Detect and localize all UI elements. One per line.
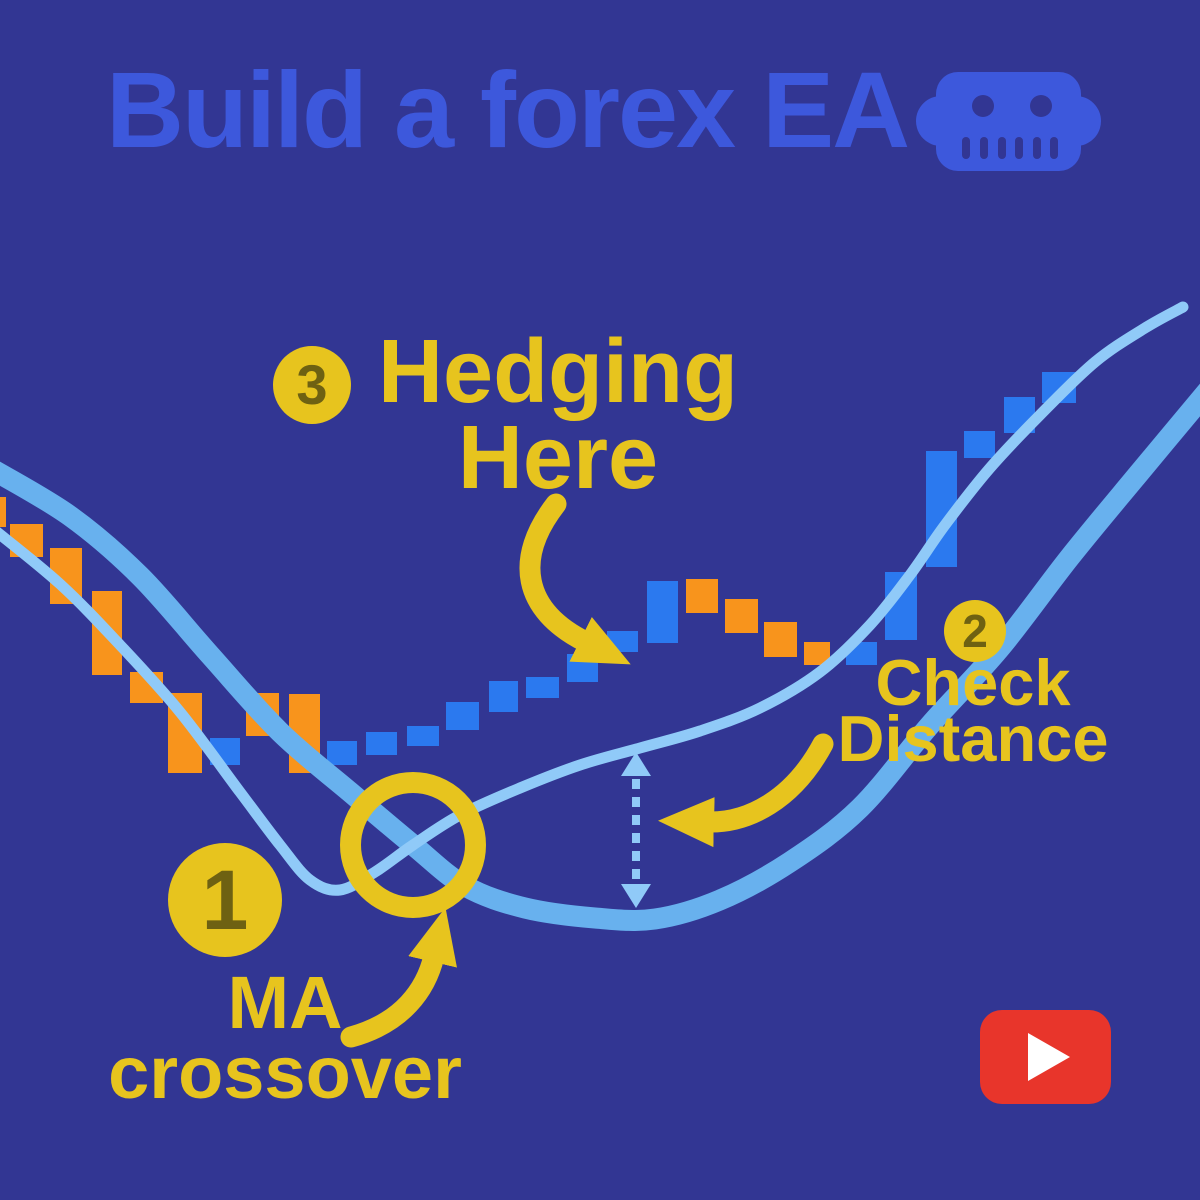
hedging-label: Hedging Here [368, 322, 748, 508]
candle-up [526, 677, 559, 698]
candle-down [686, 579, 718, 613]
step-badge-3: 3 [273, 346, 351, 424]
ma-crossover-label: MA crossover [85, 961, 485, 1115]
candle-up [446, 702, 479, 730]
hedging-label-line2: Here [457, 407, 659, 508]
fast-MA-line [0, 301, 1189, 896]
candle-down [764, 622, 797, 657]
ma-crossover-line1: MA [227, 961, 343, 1044]
candle-up [607, 631, 638, 652]
candle-up [567, 654, 598, 682]
slow-MA-line [0, 383, 1200, 931]
step-1-number: 1 [201, 853, 249, 947]
hedging-label-line1: Hedging [378, 322, 738, 422]
page-title: Build a forex EA [106, 49, 910, 170]
annotation-shapes-layer [340, 493, 834, 1048]
check-distance-line1: Check [875, 646, 1071, 719]
moving-average-layer [0, 301, 1200, 931]
ma-crossover-arrow-icon [340, 907, 457, 1048]
check-distance-line2: Distance [837, 701, 1109, 775]
step-2-number: 2 [962, 605, 988, 657]
step-3-number: 3 [296, 353, 328, 416]
robot-icon [908, 66, 1108, 178]
candle-up [647, 581, 678, 643]
ma-crossover-line2: crossover [108, 1031, 462, 1115]
step-badge-1: 1 [168, 843, 282, 957]
distance-arrow-down-icon [621, 884, 651, 908]
candle-up [407, 726, 439, 746]
youtube-logo [980, 1010, 1111, 1104]
youtube-play-icon [1028, 1033, 1070, 1081]
candle-down [0, 497, 6, 527]
check-distance-label: Check Distance [823, 646, 1123, 775]
step-badge-2: 2 [944, 600, 1006, 662]
candle-up [964, 431, 995, 458]
hedging-arrow-icon [519, 493, 631, 665]
candle-up [366, 732, 397, 755]
distance-arrow-up-icon [621, 752, 651, 776]
candle-up [489, 681, 518, 712]
candle-down [804, 642, 830, 665]
check-distance-arrow-icon [658, 733, 834, 848]
candle-up [327, 741, 357, 765]
candle-down [725, 599, 758, 633]
